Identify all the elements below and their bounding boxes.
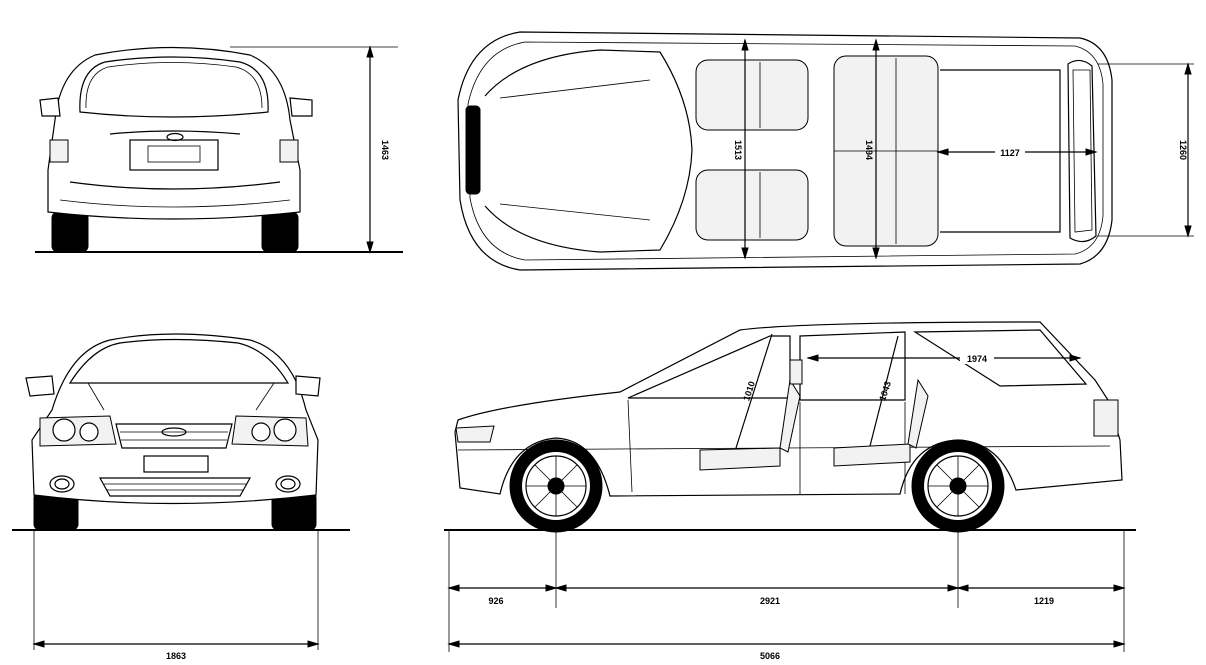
seat-width-front-label: 1513 (733, 140, 743, 160)
wheelbase-label: 2921 (760, 596, 780, 606)
top-view: 1513 1494 1127 1260 (457, 31, 1194, 271)
front-view: 1863 (12, 333, 350, 661)
front-overhang-label: 926 (488, 596, 503, 606)
front-width-label: 1863 (166, 651, 186, 661)
rear-view: 1463 (35, 45, 403, 254)
seat-width-rear-label: 1494 (864, 140, 874, 160)
cargo-floor-length-label: 1974 (967, 354, 987, 364)
rear-overhang-label: 1219 (1034, 596, 1054, 606)
side-view: 1010 1043 1974 926 2921 1219 5066 (444, 321, 1136, 661)
overall-length-label: 5066 (760, 651, 780, 661)
cargo-length-label: 1127 (1000, 148, 1020, 158)
rear-height-label: 1463 (380, 140, 390, 160)
cargo-width-label: 1260 (1178, 140, 1188, 160)
